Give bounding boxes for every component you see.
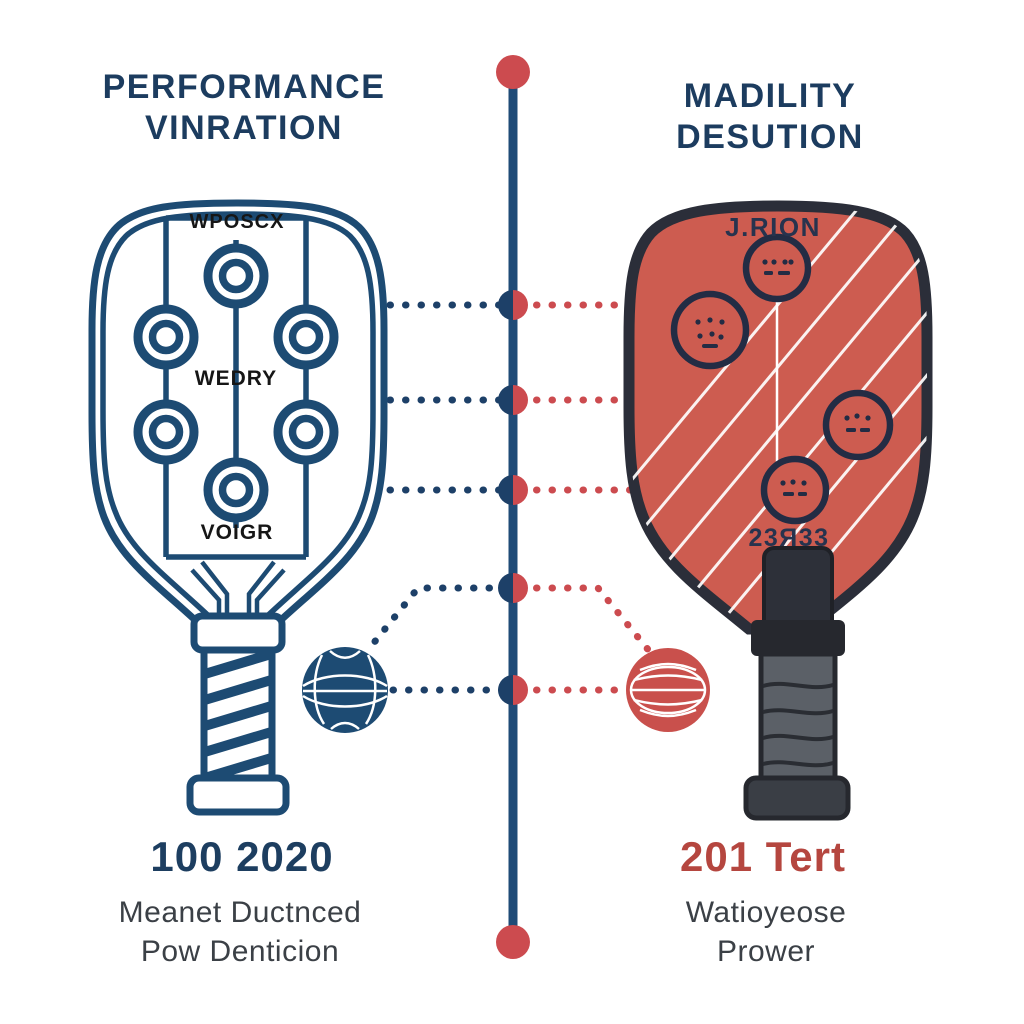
right-paddle: [623, 200, 933, 821]
left-paddle-sensor-circles: [133, 243, 339, 523]
left-description-line1: Meanet Ductnced: [118, 896, 362, 929]
left-paddle: [88, 199, 388, 816]
left-description: Meanet Ductnced Pow Denticion: [119, 893, 362, 971]
right-description: Watioyeose Prower: [686, 893, 847, 971]
left-title-line2: VINRATION: [145, 109, 343, 147]
center-axis: [496, 55, 530, 959]
right-description-line2: Prower: [716, 935, 816, 968]
right-paddle-brand: J.RION: [725, 212, 821, 242]
left-stat: 100 2020: [150, 833, 334, 880]
right-paddle-model: 23Я33: [748, 524, 830, 552]
right-description-line1: Watioyeose: [685, 896, 847, 929]
dotted-connectors: [364, 301, 654, 694]
right-handle-grip-wraps: [762, 681, 834, 768]
axis-bottom-dot: [496, 925, 530, 959]
left-title-line1: PERFORMANCE: [102, 68, 386, 106]
right-paddle-handle: [743, 546, 851, 821]
left-description-line2: Pow Denticion: [140, 935, 340, 968]
right-title-line2: DESUTION: [676, 118, 864, 156]
axis-top-dot: [496, 55, 530, 89]
left-title: PERFORMANCE VINRATION: [103, 67, 386, 149]
left-paddle-label-top: WPOSCX: [189, 211, 285, 233]
left-paddle-label-middle: WEDRY: [194, 367, 278, 390]
left-paddle-handle: [186, 612, 290, 816]
red-ball-icon: [626, 648, 710, 732]
right-title: MADILITY DESUTION: [676, 76, 864, 158]
right-paddle-sensor-circles: [670, 233, 894, 525]
right-stat: 201 Tert: [680, 833, 846, 880]
axis-marker-dots: [498, 290, 528, 705]
right-title-line1: MADILITY: [683, 77, 857, 115]
left-paddle-label-bottom: VOIGR: [200, 521, 274, 544]
navy-ball-icon: [302, 647, 388, 733]
